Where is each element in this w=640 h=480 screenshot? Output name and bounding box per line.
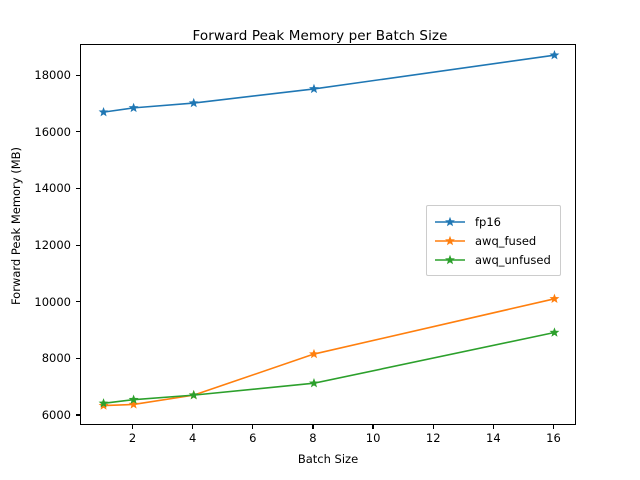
y-tick-label: 10000	[34, 294, 71, 309]
chart-title: Forward Peak Memory per Batch Size	[192, 28, 448, 44]
data-point-marker	[128, 394, 139, 404]
legend-label: awq_unfused	[475, 252, 551, 267]
series-line-fp16	[103, 54, 555, 113]
x-tick-label: 2	[128, 431, 137, 445]
y-tick-mark	[76, 414, 80, 416]
legend-item-awq_unfused[interactable]: awq_unfused	[434, 250, 551, 269]
x-tick-mark	[552, 425, 555, 429]
data-point-marker	[128, 102, 139, 113]
data-point-marker	[549, 50, 560, 60]
y-tick-mark	[76, 244, 80, 246]
y-tick-label: 12000	[34, 238, 71, 253]
y-tick-mark	[76, 187, 80, 190]
x-axis-label: Batch Size	[297, 452, 359, 466]
legend: fp16 awq_fused awq_unfused	[426, 205, 561, 276]
y-tick-label: 18000	[34, 68, 71, 83]
series-line-awq_fused	[103, 298, 555, 407]
y-tick-mark	[76, 357, 80, 360]
series-awq_fused	[98, 293, 560, 410]
y-tick-label: 16000	[34, 124, 71, 139]
data-point-marker	[309, 348, 319, 359]
data-point-marker	[188, 97, 199, 108]
data-point-marker	[188, 389, 199, 400]
x-tick-label: 4	[189, 431, 197, 445]
legend-item-fp16[interactable]: fp16	[434, 212, 551, 231]
series-canvas	[98, 50, 560, 410]
data-point-marker	[549, 293, 560, 304]
plot-area	[80, 44, 576, 425]
x-tick-label: 16	[546, 431, 561, 445]
series-awq_unfused	[98, 327, 560, 408]
legend-line-marker-icon	[434, 234, 466, 248]
y-tick-mark	[76, 131, 80, 133]
data-point-marker	[98, 106, 109, 117]
y-tick-label: 8000	[41, 351, 71, 366]
y-tick-mark	[76, 301, 80, 303]
x-tick-label: 8	[309, 431, 317, 445]
x-tick-mark	[312, 425, 314, 429]
y-tick-mark	[76, 74, 80, 76]
data-point-marker	[128, 399, 139, 409]
data-point-marker	[98, 398, 109, 408]
x-tick-mark	[192, 425, 194, 429]
x-tick-mark	[132, 425, 134, 429]
x-tick-label: 6	[249, 431, 257, 445]
x-tick-mark	[432, 425, 434, 429]
legend-line-marker-icon	[434, 253, 466, 267]
legend-item-awq_fused[interactable]: awq_fused	[434, 231, 551, 250]
legend-label: fp16	[475, 214, 501, 229]
y-tick-label: 14000	[34, 181, 71, 196]
x-tick-mark	[372, 425, 374, 429]
series-fp16	[98, 50, 560, 117]
x-tick-label: 12	[425, 431, 441, 445]
x-tick-mark	[252, 425, 254, 429]
legend-label: awq_fused	[475, 233, 537, 248]
y-tick-label: 6000	[41, 408, 71, 423]
data-point-marker	[549, 327, 560, 337]
legend-line-marker-icon	[434, 215, 466, 229]
data-point-marker	[309, 83, 319, 94]
series-line-awq_unfused	[103, 331, 555, 405]
x-tick-mark	[492, 425, 494, 429]
x-tick-label: 10	[365, 431, 381, 445]
x-tick-label: 14	[486, 431, 501, 445]
data-point-marker	[309, 378, 319, 388]
